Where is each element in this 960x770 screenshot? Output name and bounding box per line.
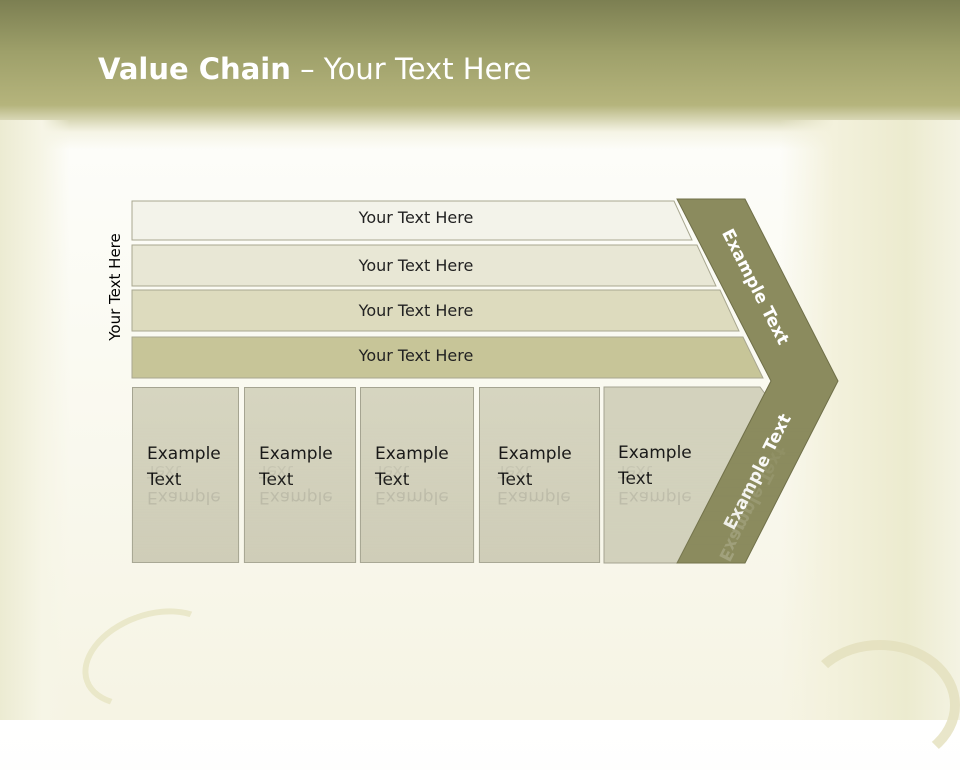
box-1-line2: Text xyxy=(147,470,181,490)
reflection-box-4-line2: Text xyxy=(497,461,532,481)
reflection-box-2-line2: Text xyxy=(259,461,294,481)
band-2-shape[interactable] xyxy=(131,244,717,287)
reflection-box-4-line1: Example xyxy=(497,487,571,507)
reflection-box-5-line1: Example xyxy=(618,487,692,507)
reflection-box-2 xyxy=(243,422,357,564)
band-1-shape[interactable] xyxy=(131,200,693,241)
reflection-box-1-line2: Text xyxy=(147,461,182,481)
box-3-line2: Text xyxy=(375,470,409,490)
band-3-text: Your Text Here xyxy=(358,301,474,320)
reflection-shapes xyxy=(131,422,816,564)
box-5-line1: Example xyxy=(618,443,692,463)
box-4-line1: Example xyxy=(498,444,572,464)
band-4-text: Your Text Here xyxy=(358,346,474,365)
page-title[interactable]: Value Chain – Your Text Here xyxy=(98,52,532,86)
box-3-line1: Example xyxy=(375,444,449,464)
value-chain-shapes xyxy=(131,198,839,564)
box-1-line1: Example xyxy=(147,444,221,464)
scroll-curl-right xyxy=(800,640,960,770)
reflection-box-4 xyxy=(478,422,601,564)
chevron-arrow[interactable] xyxy=(676,198,839,564)
band-3-shape[interactable] xyxy=(131,289,740,332)
box-2-line2: Text xyxy=(259,470,293,490)
title-rest: – Your Text Here xyxy=(290,52,532,86)
box-2-line1: Example xyxy=(259,444,333,464)
reflection-box-2-line1: Example xyxy=(259,487,333,507)
reflection-box-1-line1: Example xyxy=(147,487,221,507)
reflection-box-1 xyxy=(131,422,240,564)
reflection-box-3-line1: Example xyxy=(375,487,449,507)
scroll-left-decoration xyxy=(0,120,70,720)
box-4-line2: Text xyxy=(498,470,532,490)
reflection-box-5-line2: Text xyxy=(618,461,653,481)
reflection-box-3-line2: Text xyxy=(375,461,410,481)
band-2-text: Your Text Here xyxy=(358,256,474,275)
band-1-text: Your Text Here xyxy=(358,208,474,227)
box-5-line2: Text xyxy=(618,469,652,489)
reflection-box-3 xyxy=(359,422,475,564)
reflection-chevron xyxy=(677,423,816,563)
title-bold: Value Chain xyxy=(98,52,291,86)
band-4-shape[interactable] xyxy=(131,336,764,379)
